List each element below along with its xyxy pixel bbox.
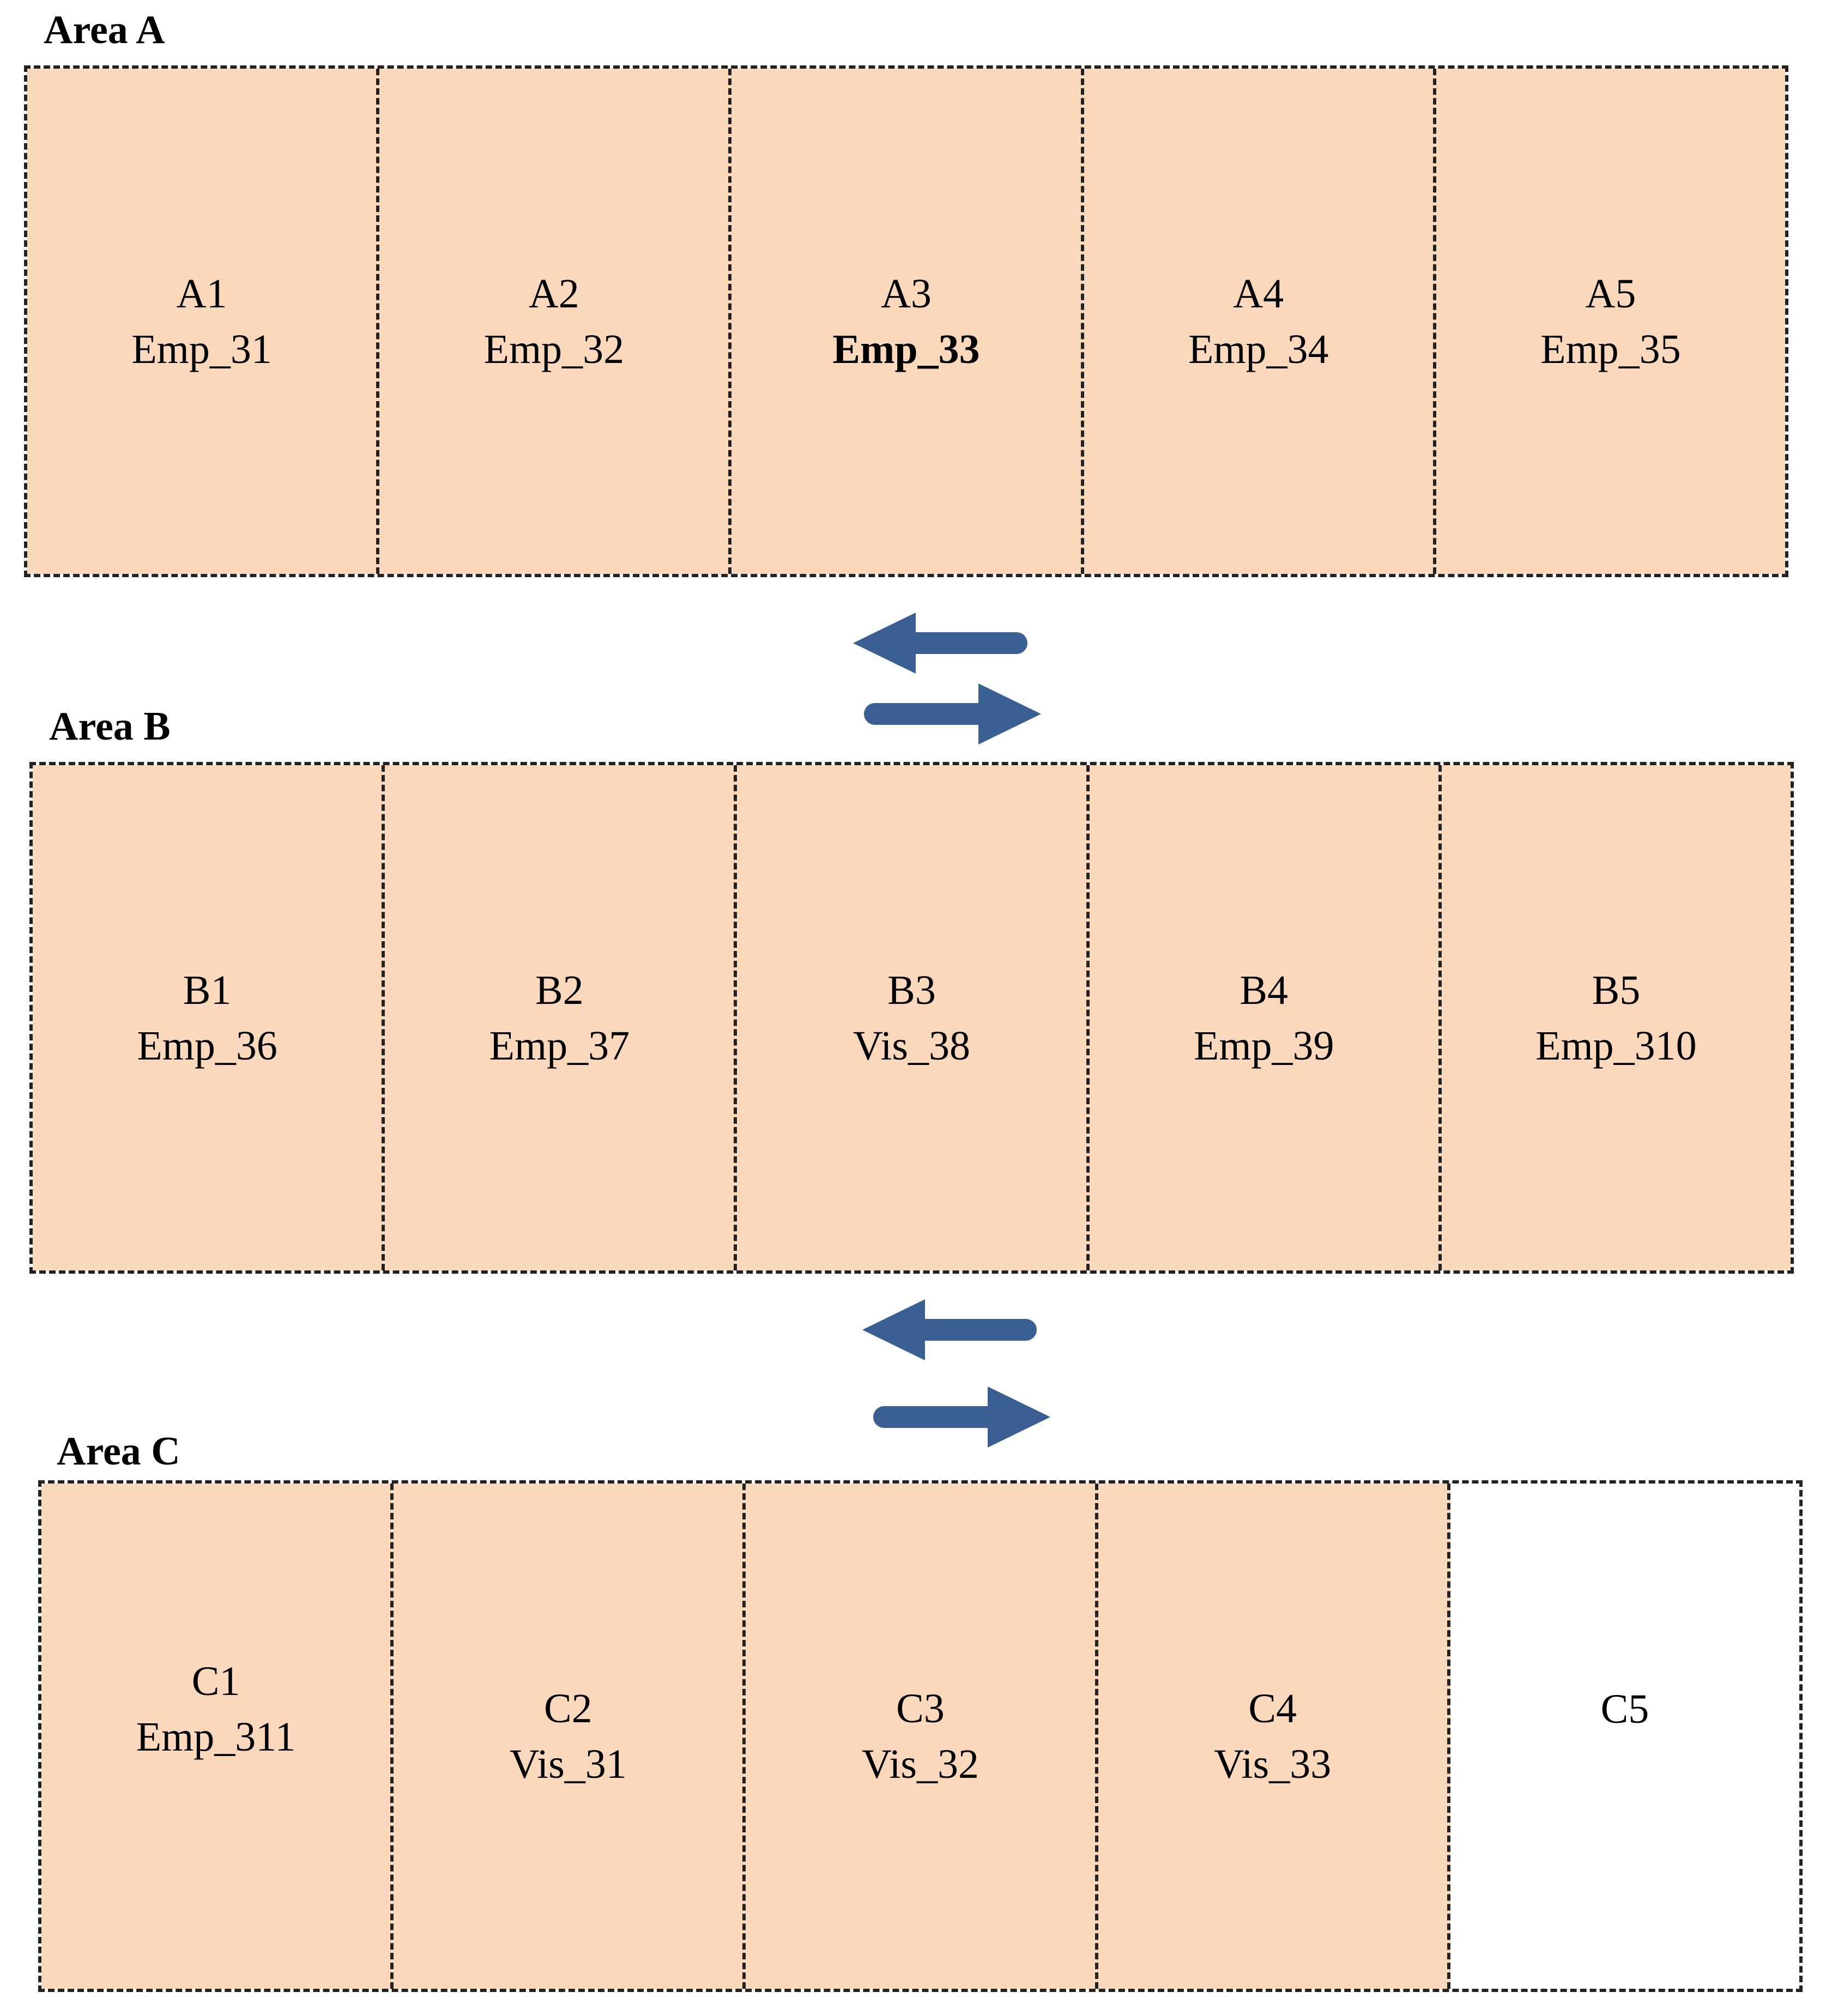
left-arrow-icon bbox=[853, 613, 1027, 674]
cell-label: A4 bbox=[1233, 270, 1284, 317]
cell-c5[interactable]: C5 bbox=[1450, 1484, 1800, 1989]
left-arrow-icon bbox=[862, 1299, 1037, 1360]
transfer-arrows-bc bbox=[862, 1299, 1050, 1448]
cell-label: B2 bbox=[535, 967, 584, 1013]
cell-occupant: Emp_32 bbox=[483, 326, 625, 372]
cell-label: B5 bbox=[1592, 967, 1641, 1013]
cell-occupant: Vis_31 bbox=[509, 1741, 627, 1787]
cell-label: C1 bbox=[191, 1658, 240, 1704]
transfer-arrows-ab bbox=[853, 613, 1041, 744]
cell-occupant: Emp_310 bbox=[1535, 1022, 1697, 1069]
right-arrow-icon bbox=[864, 683, 1041, 744]
cell-label: A5 bbox=[1585, 270, 1636, 317]
cell-occupant: Vis_38 bbox=[853, 1022, 971, 1069]
cell-label: B1 bbox=[183, 967, 232, 1013]
cell-occupant: Emp_31 bbox=[131, 326, 272, 372]
cell-label: A3 bbox=[881, 270, 932, 317]
cell-occupant: Vis_32 bbox=[862, 1741, 979, 1787]
cell-label: B4 bbox=[1239, 967, 1289, 1013]
right-arrow-icon bbox=[873, 1387, 1050, 1448]
cell-label: B3 bbox=[887, 967, 936, 1013]
area-a-title: Area A bbox=[44, 8, 165, 52]
cell-occupant: Emp_39 bbox=[1193, 1022, 1334, 1069]
cell-occupant: Emp_311 bbox=[136, 1714, 296, 1760]
cell-occupant: Emp_36 bbox=[137, 1022, 277, 1069]
cell-occupant-highlighted: Emp_33 bbox=[832, 326, 980, 372]
cell-label: C2 bbox=[543, 1685, 592, 1732]
area-c-title: Area C bbox=[57, 1429, 180, 1474]
cell-label: C5 bbox=[1600, 1686, 1649, 1732]
cell-label: C4 bbox=[1248, 1685, 1297, 1732]
area-b-title: Area B bbox=[49, 704, 171, 749]
cell-label: A2 bbox=[528, 270, 579, 317]
cell-label: A1 bbox=[176, 270, 227, 317]
cell-label: C3 bbox=[896, 1685, 945, 1732]
cell-occupant: Emp_34 bbox=[1188, 326, 1329, 372]
cell-occupant: Vis_33 bbox=[1214, 1741, 1332, 1787]
cell-occupant: Emp_35 bbox=[1540, 326, 1681, 372]
cell-occupant: Emp_37 bbox=[489, 1022, 630, 1069]
